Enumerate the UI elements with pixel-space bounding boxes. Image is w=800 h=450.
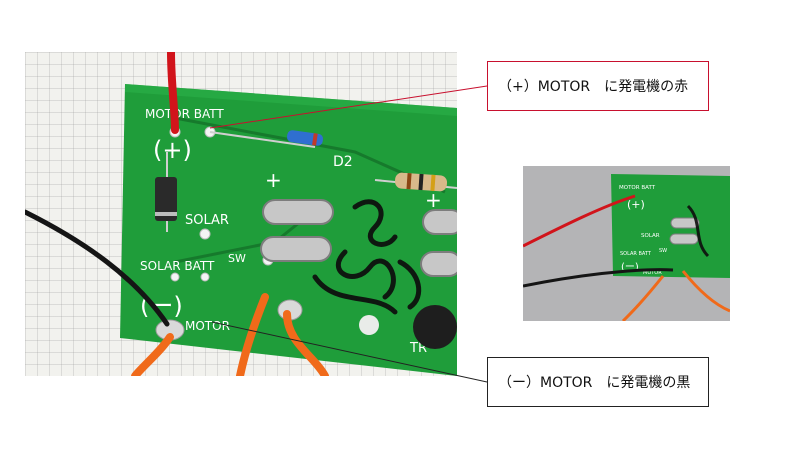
inset-label-motor-batt: MOTOR BATT xyxy=(619,185,656,191)
mounting-hole xyxy=(359,315,379,335)
inset-label-minus-sign: (ー) xyxy=(621,262,639,273)
red-wire xyxy=(167,52,179,134)
callout-plus-motor: （+）MOTOR に発電機の赤 xyxy=(487,61,709,111)
inset-orange-wire-1 xyxy=(621,275,665,321)
transistor-tr xyxy=(413,305,457,349)
main-photo: MOTOR BATT (+) SOLAR SOLAR BATT SW (ー) M… xyxy=(25,52,457,376)
callout-plus-text: （+）MOTOR に発電機の赤 xyxy=(498,79,689,95)
pad-solar-batt-b xyxy=(200,272,210,282)
label-plus-2: + xyxy=(425,188,442,212)
label-sw: SW xyxy=(228,252,246,265)
slot-pad-4 xyxy=(420,251,457,277)
pad-solar xyxy=(199,228,211,240)
orange-wire-1 xyxy=(131,333,174,376)
label-solar-batt: SOLAR BATT xyxy=(140,259,215,273)
label-solar: SOLAR xyxy=(185,213,229,228)
callout-minus-text: （ー）MOTOR に発電機の黒 xyxy=(498,375,691,391)
label-plus-sign: (+) xyxy=(153,136,192,164)
slot-pad-3 xyxy=(422,209,457,235)
inset-pcb xyxy=(611,174,730,278)
label-d2: D2 xyxy=(333,154,353,170)
inset-red-wire xyxy=(523,194,636,248)
inset-black-wire xyxy=(523,268,674,288)
pad-solar-batt-a xyxy=(170,272,180,282)
slot-pad-1 xyxy=(262,199,334,225)
callout-minus-motor: （ー）MOTOR に発電機の黒 xyxy=(487,357,709,407)
inset-label-solar: SOLAR xyxy=(641,233,660,239)
inset-label-motor: MOTOR xyxy=(643,270,662,276)
slot-pad-2 xyxy=(260,236,332,262)
inset-label-solar-batt: SOLAR BATT xyxy=(620,251,652,257)
marker-scribbles xyxy=(312,199,422,315)
inset-label-sw: SW xyxy=(659,248,667,254)
label-motor: MOTOR xyxy=(185,319,230,333)
inset-label-plus-sign: (+) xyxy=(627,198,645,211)
black-wire xyxy=(25,209,170,327)
label-plus-1: + xyxy=(265,168,282,192)
label-motor-batt: MOTOR BATT xyxy=(145,107,224,121)
inset-orange-wire-2 xyxy=(681,270,730,313)
diode-vertical xyxy=(155,177,177,221)
inset-photo: MOTOR BATT (+) SOLAR SOLAR BATT SW (ー) M… xyxy=(523,166,730,321)
